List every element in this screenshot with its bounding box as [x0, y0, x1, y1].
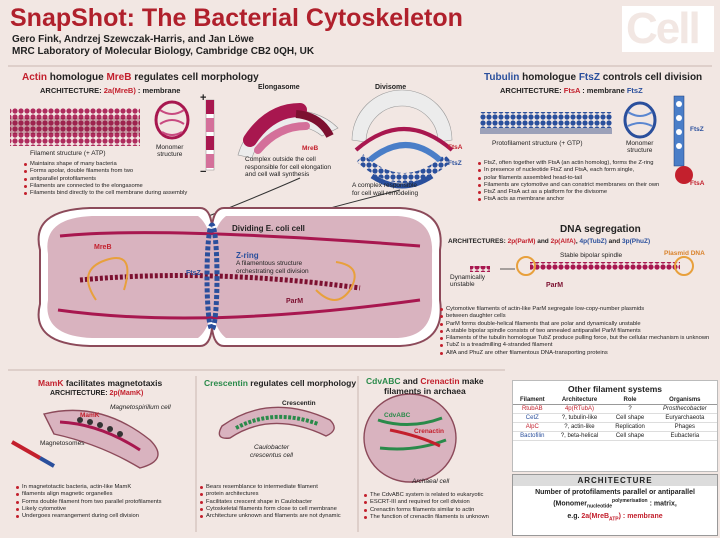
page-title: SnapShot: The Bacterial Cytoskeleton	[10, 4, 463, 32]
archaeal-cell	[363, 393, 457, 483]
architecture-title: ARCHITECTURE	[513, 475, 717, 486]
mamk-label: MamK	[80, 412, 100, 419]
dna-heading: DNA segregation	[560, 224, 641, 235]
col-header: Filament	[513, 396, 552, 405]
magnetospirillum-cell	[11, 409, 159, 469]
col-header: Architecture	[551, 396, 608, 405]
mreb-filament	[10, 108, 140, 146]
divisome-graphic	[351, 89, 454, 189]
mreb-bullets: Maintains shape of many bacteria Forms a…	[24, 161, 187, 197]
dividing-cell	[37, 207, 442, 347]
cell-parm-label: ParM	[286, 298, 304, 305]
cdv-bullets: The CdvABC system is related to eukaryot…	[364, 492, 489, 521]
caulobacter-cell	[218, 406, 335, 439]
elongasome-mreb-label: MreB	[302, 145, 319, 152]
archaeal-cell-label: Archaeal cell	[412, 478, 450, 485]
ftsz-protofilament	[480, 112, 612, 134]
cell-title: Dividing E. coli cell	[232, 224, 305, 233]
ftsz-protofilament-label: Protofilament structure (+ GTP)	[492, 140, 583, 147]
elongasome-title: Elongasome	[258, 84, 300, 91]
authors: Gero Fink, Andrzej Szewczak-Harris, and …	[12, 34, 254, 45]
mreb-monomer	[154, 100, 190, 140]
ftsz-side-label: FtsZ	[690, 126, 704, 133]
mreb-filament-label: Filament structure (+ ATP)	[30, 150, 106, 157]
mreb-architecture: ARCHITECTURE: 2a(MreB) : membrane	[40, 86, 181, 95]
mamk-cell-label: Magnetospirillum cell	[110, 404, 171, 411]
cell-logo: Cell	[622, 4, 714, 53]
ftsa-side-label: FtsA	[690, 180, 705, 187]
divisome-ftsa-label: FtsA	[448, 144, 463, 151]
architecture-legend: ARCHITECTURE Number of protofilaments pa…	[512, 474, 718, 536]
crenactin-label: Crenactin	[414, 428, 444, 435]
crescentin-bullets: Bears resemblance to intermediate filame…	[200, 484, 341, 520]
magnetosomes-label: Magnetosomes	[40, 440, 85, 447]
other-table: Filament Architecture Role Organisms Rtu…	[513, 396, 717, 441]
divisome-title: Divisome	[375, 84, 407, 91]
col-header: Organisms	[652, 396, 717, 405]
other-title: Other filament systems	[567, 384, 662, 394]
dna-architecture: ARCHITECTURES: 2p(ParM) and 2p(AlfA), 4p…	[448, 238, 651, 245]
dna-bullets: Cytomotive filaments of actin-like ParM …	[440, 306, 709, 357]
ftsz-architecture: ARCHITECTURE: FtsA : membrane FtsZ	[500, 86, 643, 95]
ftsz-monomer	[623, 101, 657, 139]
other-filament-systems: Other filament systems Filament Architec…	[512, 380, 718, 472]
cell-mreb-label: MreB	[94, 244, 112, 251]
dna-parm-label: ParM	[546, 282, 564, 289]
ftsz-ftsa-bar	[673, 95, 693, 184]
affiliation: MRC Laboratory of Molecular Biology, Cam…	[12, 46, 315, 57]
minus-icon: −	[200, 166, 207, 178]
mamk-bullets: In magnetotactic bacteria, actin-like Ma…	[16, 484, 162, 520]
col-header: Role	[607, 396, 653, 405]
cell-ftsz-label: FtsZ	[186, 270, 201, 277]
mamk-architecture: ARCHITECTURE: 2p(MamK)	[50, 390, 144, 397]
elongasome-graphic	[237, 103, 339, 159]
crescentin-label: Crescentin	[282, 400, 316, 407]
dna-spindle-label: Stable bipolar spindle	[560, 252, 623, 259]
dna-segregation-graphic	[470, 256, 694, 276]
ftsz-bullets: FtsZ, often together with FtsA (an actin…	[478, 160, 659, 204]
plus-icon: +	[200, 92, 207, 104]
crescentin-heading: Crescentin regulates cell morphology	[204, 378, 357, 388]
ftsz-heading: Tubulin homologue FtsZ controls cell div…	[484, 72, 703, 83]
divisome-ftsz-label: FtsZ	[448, 160, 462, 167]
architecture-text: Number of protofilaments parallel or ant…	[535, 489, 695, 523]
mamk-heading: MamK facilitates magnetotaxis	[38, 378, 163, 388]
dna-plasmid-label: Plasmid DNA	[664, 250, 705, 257]
mreb-heading: Actin homologue MreB regulates cell morp…	[22, 72, 259, 83]
polarity-scale	[205, 99, 215, 171]
cdv-label: CdvABC	[384, 412, 411, 419]
